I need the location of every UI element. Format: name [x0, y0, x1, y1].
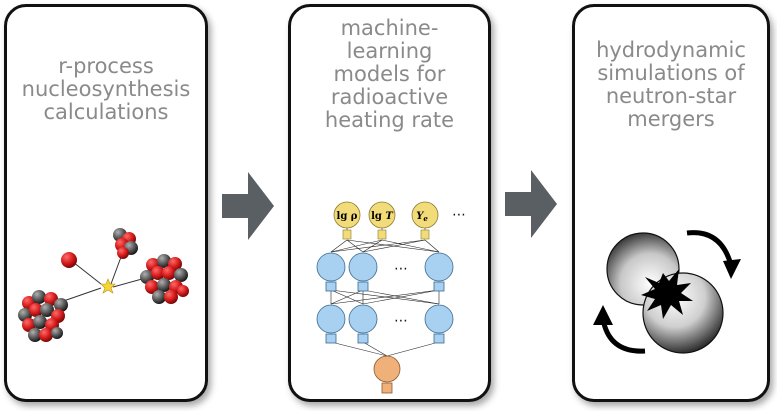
ml-title: machine- learning models for radioactive…	[324, 16, 455, 132]
input-node: Ye	[411, 201, 439, 240]
right-arrow-icon	[222, 172, 274, 240]
svg-text:Ye: Ye	[416, 211, 428, 223]
nucleosynthesis-panel: r-process nucleosynthesis calculations	[4, 4, 208, 402]
nucleosynthesis-title: r-process nucleosynthesis calculations	[21, 54, 191, 124]
ellipsis: ⋯	[394, 313, 408, 329]
right-arrow-icon	[505, 170, 557, 238]
svg-text:lg ρ: lg ρ	[337, 211, 358, 222]
ml-panel: machine- learning models for radioactive…	[288, 4, 491, 402]
ellipsis: ⋯	[452, 207, 466, 223]
svg-text:lg T: lg T	[371, 211, 394, 222]
output-node	[373, 355, 401, 394]
neutron-star-merger-icon	[593, 230, 741, 354]
ellipsis: ⋯	[394, 261, 408, 277]
atomic-nuclei-icon	[18, 228, 189, 342]
hydro-title: hydrodynamic simulations of neutron-star…	[596, 38, 746, 131]
neural-network-icon: lg ρ lg T Ye ⋯ ⋯ ⋯	[316, 201, 466, 394]
hydro-panel: hydrodynamic simulations of neutron-star…	[572, 4, 770, 402]
input-node: lg ρ	[333, 201, 361, 240]
input-node: lg T	[368, 201, 396, 240]
